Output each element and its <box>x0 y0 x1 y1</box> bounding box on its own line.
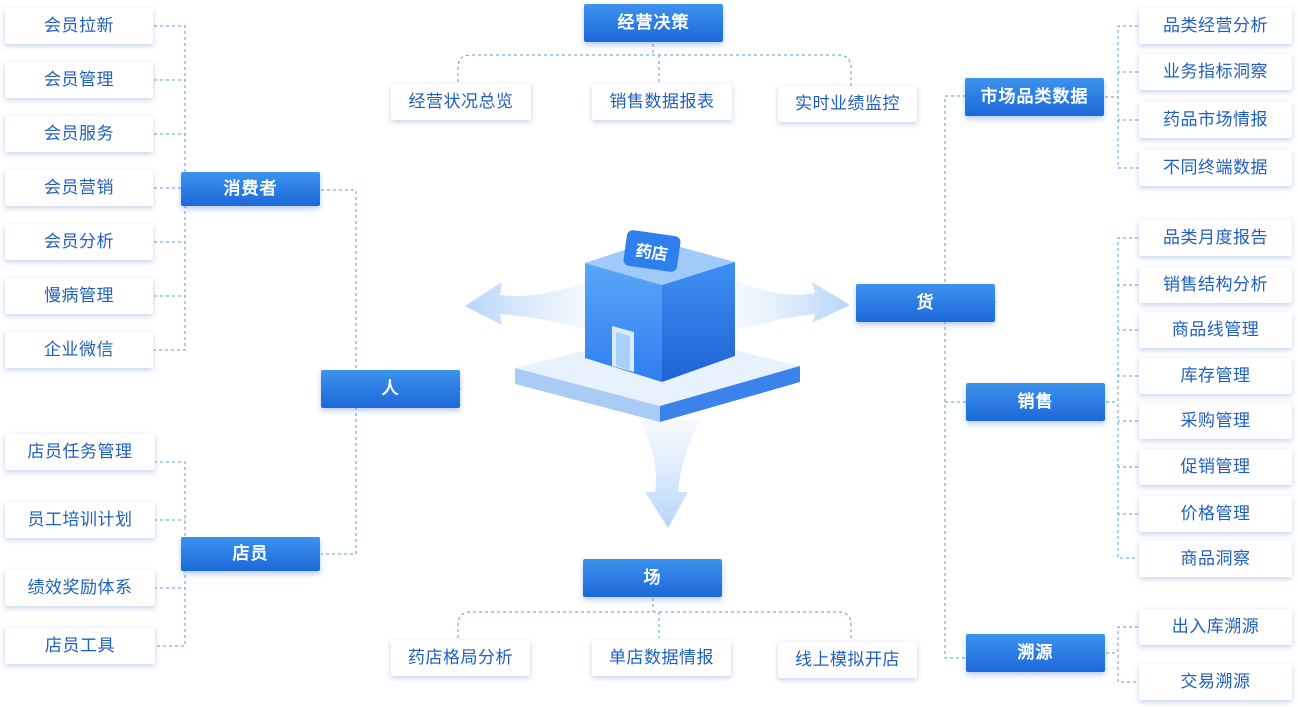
market-category-title: 市场品类数据 <box>965 78 1104 116</box>
market-item-3: 药品市场情报 <box>1139 102 1292 138</box>
consumer-item-6: 慢病管理 <box>5 278 153 314</box>
clerk-item-4: 店员工具 <box>5 628 155 664</box>
place-title: 场 <box>583 559 722 597</box>
place-item-1: 药店格局分析 <box>391 640 530 676</box>
sales-item-1: 品类月度报告 <box>1139 220 1292 256</box>
market-item-2: 业务指标洞察 <box>1139 54 1292 90</box>
trace-item-2: 交易溯源 <box>1139 664 1292 700</box>
decision-title: 经营决策 <box>584 4 723 42</box>
traceability-title: 溯源 <box>966 634 1105 672</box>
clerk-item-1: 店员任务管理 <box>5 434 155 470</box>
sales-title: 销售 <box>966 383 1105 421</box>
sales-item-7: 价格管理 <box>1139 496 1292 532</box>
decision-item-1: 经营状况总览 <box>391 84 531 120</box>
consumer-item-3: 会员服务 <box>5 116 153 152</box>
consumer-item-7: 企业微信 <box>5 332 153 368</box>
clerk-item-3: 绩效奖励体系 <box>5 570 155 606</box>
place-item-3: 线上模拟开店 <box>778 642 917 678</box>
sales-item-8: 商品洞察 <box>1139 541 1292 577</box>
place-item-2: 单店数据情报 <box>592 640 731 676</box>
people-title: 人 <box>321 370 460 408</box>
market-item-4: 不同终端数据 <box>1139 150 1292 186</box>
decision-item-3: 实时业绩监控 <box>778 86 917 122</box>
consumer-item-5: 会员分析 <box>5 224 153 260</box>
goods-title: 货 <box>856 284 995 322</box>
sales-item-3: 商品线管理 <box>1139 312 1292 348</box>
consumer-item-1: 会员拉新 <box>5 8 153 44</box>
consumer-item-4: 会员营销 <box>5 170 153 206</box>
sales-item-5: 采购管理 <box>1139 403 1292 439</box>
decision-item-2: 销售数据报表 <box>592 84 732 120</box>
market-item-1: 品类经营分析 <box>1139 8 1292 44</box>
sales-item-4: 库存管理 <box>1139 358 1292 394</box>
clerk-title: 店员 <box>181 537 320 571</box>
sales-item-2: 销售结构分析 <box>1139 267 1292 303</box>
sales-item-6: 促销管理 <box>1139 449 1292 485</box>
clerk-item-2: 员工培训计划 <box>5 502 155 538</box>
consumer-title: 消费者 <box>181 172 320 206</box>
trace-item-1: 出入库溯源 <box>1139 609 1292 645</box>
consumer-item-2: 会员管理 <box>5 62 153 98</box>
